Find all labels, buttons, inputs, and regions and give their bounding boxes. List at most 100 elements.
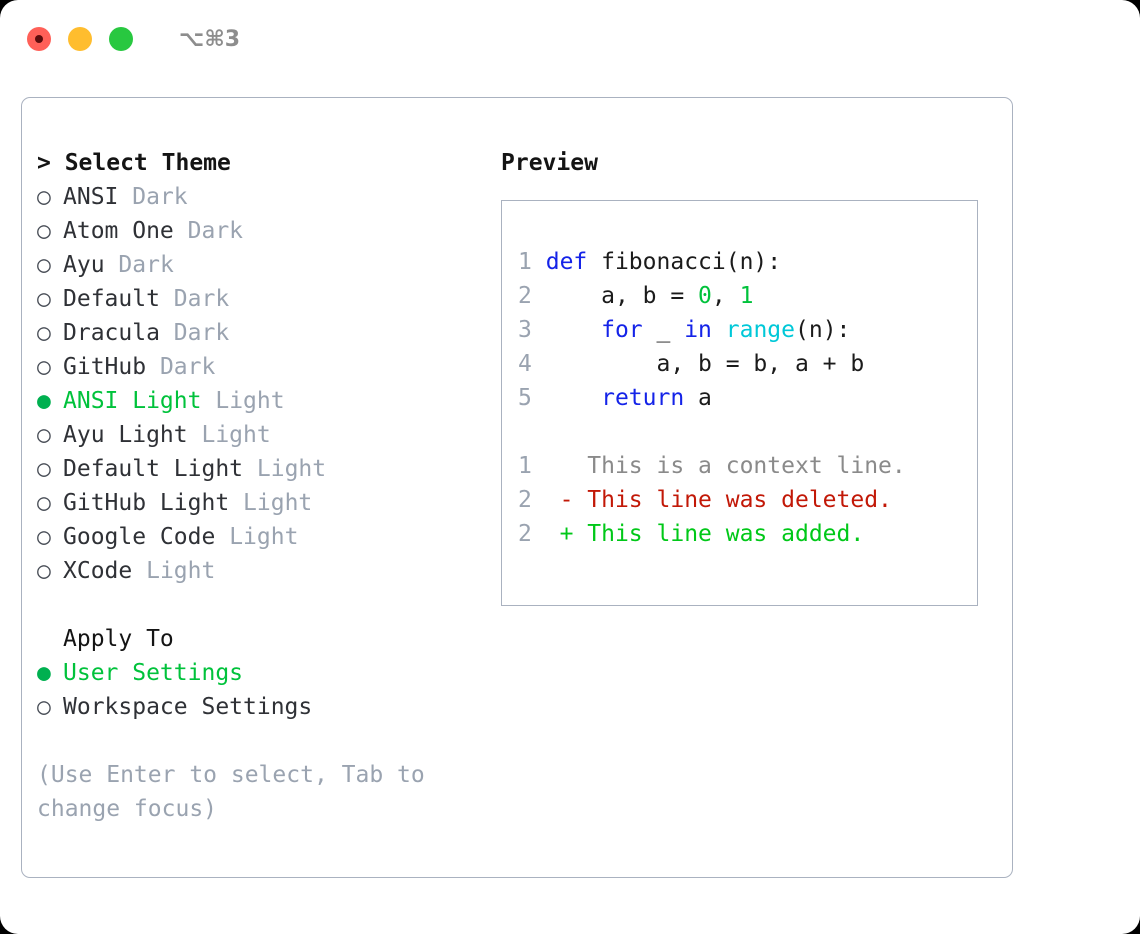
code-token [712,317,726,343]
theme-option-tag: Dark [173,320,230,346]
theme-option[interactable]: ○Ayu Light Light [37,418,507,452]
code-token [546,317,601,343]
apply-to-option-name: User Settings [63,660,244,686]
theme-option[interactable]: ○ Dracula Dark [37,316,507,350]
window-controls [27,27,133,51]
theme-option-name: Ayu [63,252,105,278]
hint-spacer [37,724,507,758]
code-token: return [601,385,685,411]
theme-option[interactable]: ○Ayu Dark [37,248,507,282]
theme-option-tag: Dark [173,286,230,312]
gutter-space [532,283,546,309]
code-token: _ [642,317,685,343]
radio-unselected-icon: ○ [37,490,51,516]
theme-option-tag: Dark [187,218,244,244]
list-spacer [37,588,507,622]
code-token: a [684,385,712,411]
diff-text: This line was deleted. [573,487,892,513]
theme-option-name: Dracula [63,320,160,346]
radio-selected-icon: ● [37,388,51,414]
theme-option-name: Atom One [63,218,174,244]
theme-option-tag: Light [201,422,271,448]
code-token: range [725,317,796,343]
spacer [105,252,119,278]
spacer [215,524,229,550]
theme-option[interactable]: ○ANSI Dark [37,180,507,214]
line-number: 2 [518,487,532,513]
apply-to-option[interactable]: ● User Settings [37,656,507,690]
theme-option-tag: Dark [118,252,174,278]
theme-option[interactable]: ●ANSI Light Light [37,384,507,418]
code-line: 3 for _ in range(n): [518,313,968,347]
radio-unselected-icon: ○ [37,524,51,550]
minimize-button[interactable] [68,27,92,51]
diff-sample: 1 This is a context line.2 - This line w… [518,449,968,551]
code-line: 1 def fibonacci(n): [518,245,968,279]
line-number: 5 [518,385,532,411]
theme-list[interactable]: ○ANSI Dark○Atom One Dark○Ayu Dark○Defaul… [37,180,507,588]
diff-marker: + [559,521,574,547]
close-button[interactable] [27,27,51,51]
gutter-space [532,453,560,479]
code-token [546,385,601,411]
line-number: 2 [518,521,532,547]
main-panel: > Select Theme ○ANSI Dark○Atom One Dark○… [21,97,1013,878]
theme-option-name: Default [63,286,160,312]
theme-option-tag: Dark [159,354,216,380]
spacer [243,456,257,482]
gutter-space [532,317,546,343]
spacer [201,388,215,414]
theme-option[interactable]: ○Default Light Light [37,452,507,486]
line-number: 1 [518,453,532,479]
line-number: 3 [518,317,532,343]
theme-option-name: Default Light [63,456,244,482]
spacer [188,422,202,448]
apply-to-option[interactable]: ○ Workspace Settings [37,690,507,724]
diff-marker: - [559,487,574,513]
radio-unselected-icon: ○ [37,286,51,312]
code-token: (n): [795,317,851,343]
keyboard-shortcut-label: ⌥⌘3 [179,26,241,52]
theme-selector-column: > Select Theme ○ANSI Dark○Atom One Dark○… [37,146,507,826]
line-number: 1 [518,249,532,275]
spacer [146,354,160,380]
theme-option[interactable]: ○Atom One Dark [37,214,507,248]
apply-to-list[interactable]: ● User Settings ○ Workspace Settings [37,656,507,724]
theme-option[interactable]: ○GitHub Dark [37,350,507,384]
theme-option[interactable]: ○GitHub Light Light [37,486,507,520]
spacer [229,490,243,516]
code-token: def [545,249,588,275]
theme-option[interactable]: ○XCode Light [37,554,507,588]
keyboard-hint-text: (Use Enter to select, Tab to change focu… [37,762,439,822]
diff-line: 2 + This line was added. [518,517,968,551]
theme-option-tag: Light [146,558,216,584]
theme-option-tag: Light [256,456,327,482]
code-token: a, b = b, a + b [545,351,865,377]
theme-option-name: GitHub Light [63,490,230,516]
theme-option-tag: Light [229,524,299,550]
line-number: 4 [518,351,532,377]
select-theme-header: > Select Theme [37,150,231,176]
radio-unselected-icon: ○ [37,694,51,720]
code-token: 1 [739,283,754,309]
theme-option[interactable]: ○ Google Code Light [37,520,507,554]
code-token: a, b = [545,283,699,309]
radio-unselected-icon: ○ [37,320,51,346]
spacer [118,184,132,210]
preview-title: Preview [501,150,598,176]
gutter-space [532,249,546,275]
code-line: 4 a, b = b, a + b [518,347,968,381]
code-token: in [684,317,712,343]
radio-unselected-icon: ○ [37,422,51,448]
radio-selected-icon: ● [37,660,51,686]
code-line: 2 a, b = 0, 1 [518,279,968,313]
apply-to-option-name: Workspace Settings [63,694,313,720]
code-line: 5 return a [518,381,968,415]
theme-option[interactable]: ○ Default Dark [37,282,507,316]
diff-marker [560,453,574,479]
maximize-button[interactable] [109,27,133,51]
theme-option-name: Google Code [63,524,216,550]
